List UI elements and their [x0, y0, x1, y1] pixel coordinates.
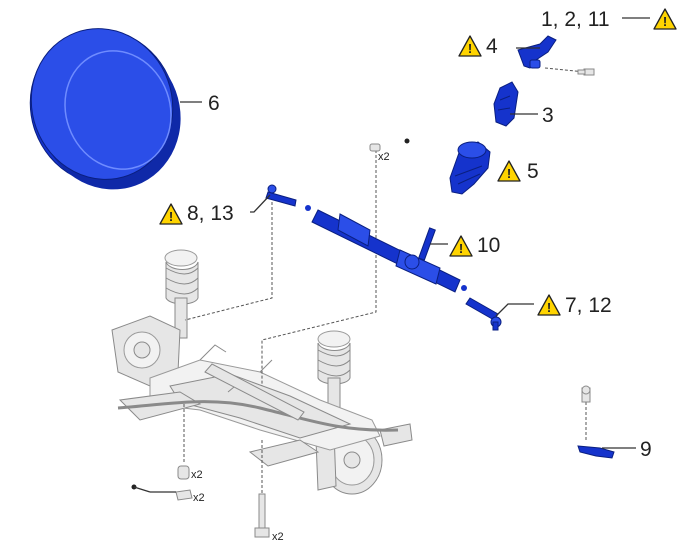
svg-text:!: ! [507, 166, 511, 181]
bolt-part-1 [577, 68, 595, 76]
clip-dot-top [404, 138, 410, 144]
nut-top [369, 143, 381, 152]
part-8-tie-rod-end [265, 184, 297, 207]
part-7-tie-rod-end [465, 297, 502, 331]
svg-text:!: ! [663, 14, 667, 29]
callout-5: 5 [527, 160, 539, 183]
callout-10: 10 [477, 234, 500, 257]
callout-4: 4 [486, 35, 498, 58]
nut-bottom [177, 465, 190, 480]
svg-text:!: ! [169, 209, 173, 224]
qty-nut-bottom: x2 [191, 469, 203, 481]
callout-1-2-11: 1, 2, 11 [541, 8, 610, 31]
part-10-steering-rack [305, 205, 467, 293]
qty-nut-top: x2 [378, 151, 390, 163]
rack-in-assembly [204, 363, 305, 421]
part-1-steering-shaft [517, 35, 557, 69]
warning-icon: ! [449, 235, 473, 257]
qty-clip-bottom: x2 [193, 492, 205, 504]
svg-text:!: ! [547, 300, 551, 315]
bolt-bottom [254, 493, 270, 538]
leader-lines [133, 17, 650, 493]
front-suspension-assembly [111, 249, 413, 495]
callout-9: 9 [640, 438, 652, 461]
part-5-boot [449, 141, 491, 195]
part-6-cover [29, 28, 181, 190]
warning-icon: ! [497, 160, 521, 182]
subframe [117, 344, 413, 467]
callout-3: 3 [542, 104, 554, 127]
clip-bottom [175, 489, 193, 501]
alignment-lines [183, 67, 587, 494]
callout-8-13: 8, 13 [187, 202, 234, 225]
callout-6: 6 [208, 92, 220, 115]
warning-icon: ! [159, 203, 183, 225]
left-knuckle [111, 315, 181, 387]
part-3-bracket [493, 81, 519, 127]
part-9-sensor [577, 385, 615, 459]
svg-text:!: ! [468, 41, 472, 56]
warning-icon: ! [537, 294, 561, 316]
svg-text:!: ! [459, 241, 463, 256]
callout-7-12: 7, 12 [565, 294, 612, 317]
left-strut [164, 249, 199, 339]
warning-icon: ! [458, 35, 482, 57]
qty-bolt-bottom: x2 [272, 531, 284, 543]
warning-icon: ! [653, 8, 677, 30]
